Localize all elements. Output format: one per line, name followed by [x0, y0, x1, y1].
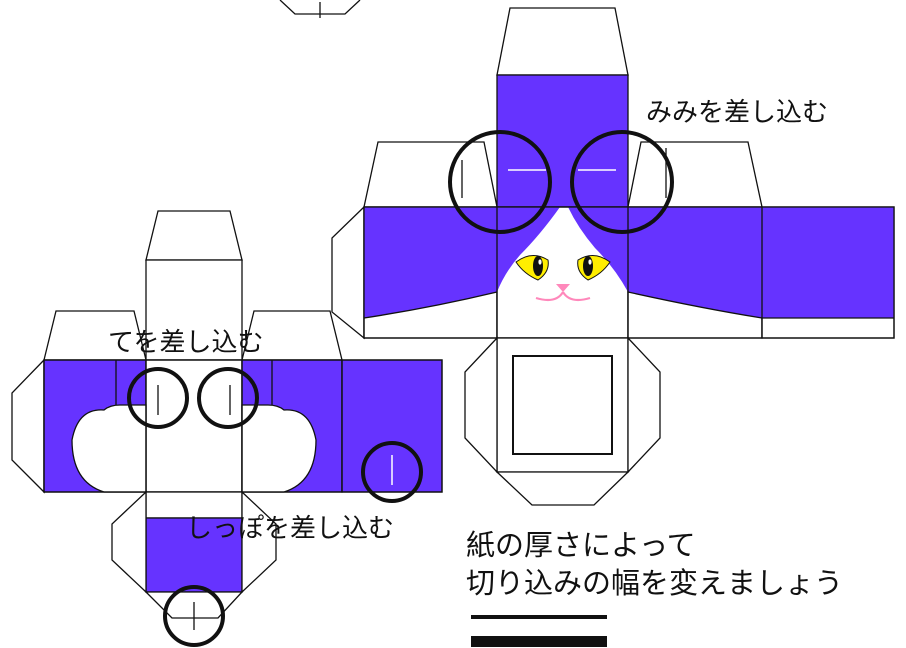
- insert-hands-label: てを差し込む: [108, 328, 264, 358]
- note-line-1: 紙の厚さによって: [466, 528, 696, 562]
- right-ear-flap: [627, 141, 763, 208]
- nose-icon: [556, 284, 570, 292]
- head-top-tab: [496, 7, 629, 76]
- ear-slit-circle-right: [570, 130, 674, 234]
- right-leg-blob: [241, 404, 317, 493]
- body-bottom-right-tab: [241, 490, 277, 594]
- head-left-fur: [364, 207, 497, 318]
- head-window: [512, 355, 613, 455]
- tail-bottom-slit-circle: [163, 585, 225, 647]
- top-fragment: [279, 0, 361, 18]
- head-bottom-right-tab: [627, 336, 661, 474]
- head-net: [331, 7, 895, 506]
- head-front-fur-right: [568, 207, 628, 292]
- head-front-fur-left: [497, 207, 560, 292]
- body-top-tab: [145, 210, 243, 261]
- insert-tail-label: しっぽを差し込む: [186, 514, 395, 544]
- hand-slit-circle-right: [197, 367, 259, 429]
- left-leg-blob: [71, 404, 147, 493]
- head-right-fur: [628, 207, 762, 318]
- head-bottom-left-tab: [464, 336, 498, 474]
- head-top-face: [496, 74, 629, 208]
- ear-slit-circle-left: [448, 130, 552, 234]
- body-left-tab: [11, 358, 45, 494]
- left-ear-flap: [363, 141, 498, 208]
- head-left-tab: [331, 205, 365, 340]
- ear-slit-marks: [448, 130, 674, 234]
- head-back-fur: [762, 207, 894, 318]
- body-bottom-left-tab: [111, 490, 147, 594]
- body-top-face: [145, 259, 243, 361]
- insert-ears-label: みみを差し込む: [646, 98, 829, 128]
- note-line-2: 切り込みの幅を変えましょう: [466, 566, 844, 600]
- thickness-note: 紙の厚さによって 切り込みの幅を変えましょう: [466, 526, 843, 602]
- head-bottom-tab: [495, 471, 630, 506]
- hand-slit-circle-left: [127, 367, 189, 429]
- body-net: [11, 210, 443, 619]
- hand-tail-slit-marks: [127, 367, 423, 647]
- cat-face-icon: [515, 255, 611, 302]
- tail-slit-circle: [361, 441, 423, 503]
- thickness-bars-icon: [471, 615, 607, 647]
- mouth-icon: [535, 291, 591, 302]
